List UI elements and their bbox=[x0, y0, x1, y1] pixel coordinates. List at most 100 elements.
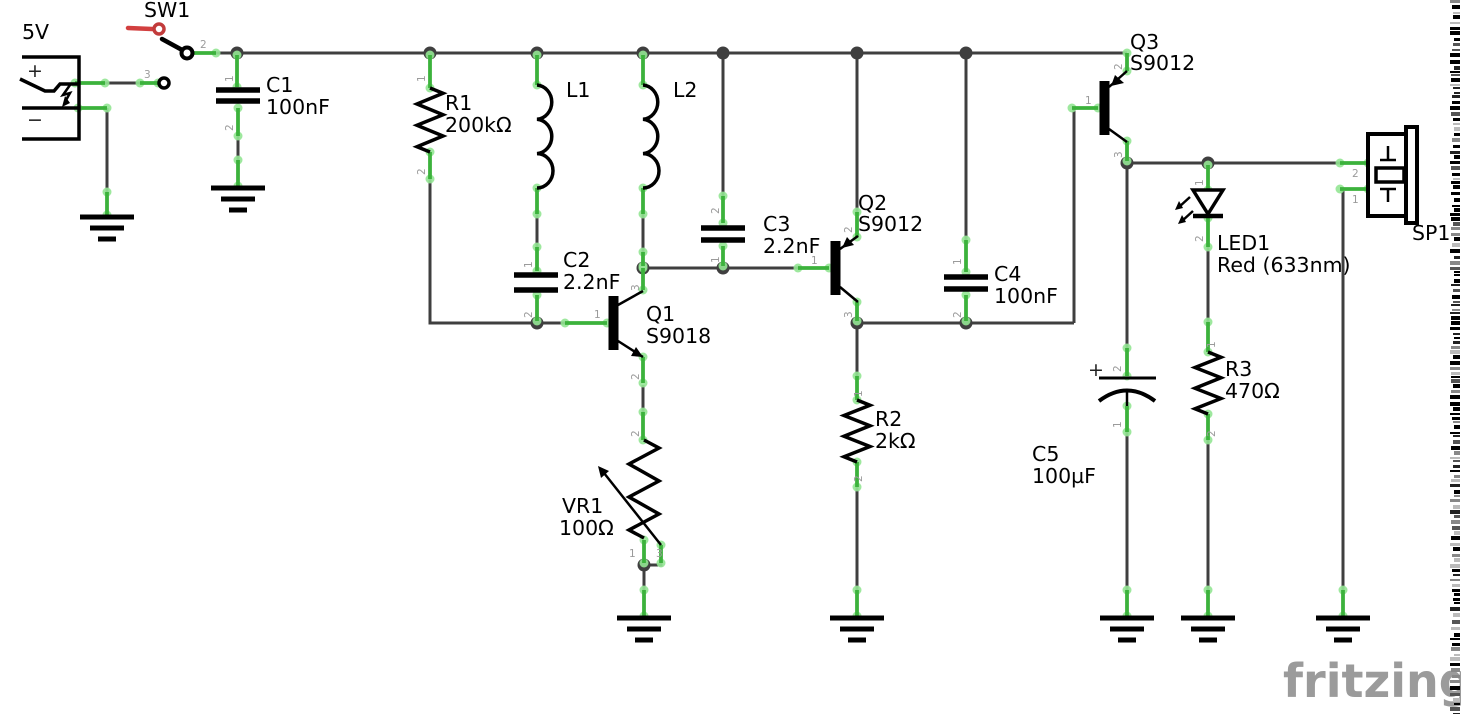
resistor-r3-symbol[interactable] bbox=[1190, 350, 1226, 416]
edge-strip-dash bbox=[1454, 633, 1460, 637]
pin-number-label: 2 bbox=[630, 373, 642, 380]
edge-strip-dash bbox=[1453, 341, 1460, 344]
edge-strip-dash bbox=[1453, 598, 1460, 601]
capacitor-c3-symbol[interactable] bbox=[701, 225, 745, 243]
capacitor-curved-plate[interactable] bbox=[1097, 388, 1157, 403]
edge-strip-dash bbox=[1451, 647, 1460, 651]
edge-strip-dash bbox=[1452, 243, 1460, 247]
speaker-sp1-symbol[interactable] bbox=[1366, 125, 1419, 225]
transistor-collector-lead bbox=[1108, 127, 1128, 144]
edge-strip-dash bbox=[1454, 531, 1460, 535]
switch-lever-red[interactable] bbox=[125, 25, 155, 32]
led1-symbol[interactable] bbox=[1175, 188, 1227, 224]
edge-strip-dash bbox=[1453, 547, 1460, 551]
pnp-emitter-arrow bbox=[842, 237, 854, 248]
switch-sw1-symbol[interactable] bbox=[125, 22, 195, 90]
pin-number-label: 3 bbox=[630, 284, 642, 291]
ground-symbol[interactable] bbox=[80, 214, 134, 242]
edge-strip-dash bbox=[1453, 421, 1460, 423]
switch-lever-black[interactable] bbox=[159, 36, 187, 54]
edge-strip-dash bbox=[1450, 27, 1460, 30]
ground-symbol[interactable] bbox=[1316, 615, 1370, 643]
speaker-cone[interactable] bbox=[1404, 125, 1419, 225]
q3-ref-label: Q3 bbox=[1130, 30, 1159, 54]
edge-strip-dash bbox=[1454, 593, 1460, 596]
edge-strip-dash bbox=[1450, 151, 1460, 154]
potentiometer-vr1-symbol[interactable] bbox=[598, 438, 663, 546]
pnp-emitter-arrow bbox=[1111, 75, 1124, 86]
c4-ref-label: C4 bbox=[994, 262, 1021, 286]
vr1-ref-label: VR1 bbox=[562, 494, 603, 518]
inductor-l2-symbol[interactable] bbox=[642, 83, 661, 190]
edge-strip-dash bbox=[1454, 337, 1460, 339]
wire-r1-to-q1-base[interactable] bbox=[428, 179, 565, 325]
lightning-bolt-arrowhead bbox=[62, 96, 70, 107]
led-triangle[interactable] bbox=[1189, 188, 1227, 218]
edge-strip-dash bbox=[1453, 465, 1460, 468]
pin-number-label: 2 bbox=[1352, 168, 1359, 180]
resistor-r1-symbol[interactable] bbox=[412, 86, 448, 154]
potentiometer-resistor-body[interactable] bbox=[625, 438, 663, 540]
pin-number-label: 1 bbox=[224, 75, 236, 82]
potentiometer-wiper[interactable] bbox=[603, 472, 662, 546]
pin-number-label: 1 bbox=[523, 261, 535, 268]
inductor-l1-symbol[interactable] bbox=[536, 83, 555, 190]
transistor-q1-symbol[interactable] bbox=[608, 289, 644, 359]
ground-symbol[interactable] bbox=[830, 615, 884, 643]
pin-number-label: 2 bbox=[416, 168, 428, 175]
power-source-5v-symbol[interactable]: + − bbox=[19, 55, 81, 141]
pin-number-label: 3 bbox=[1113, 151, 1125, 158]
edge-strip-dash bbox=[1451, 304, 1460, 306]
ground-symbol[interactable] bbox=[1181, 615, 1235, 643]
pin-number-label: 2 bbox=[200, 39, 207, 51]
edge-strip-dash bbox=[1454, 279, 1460, 283]
edge-strip-dash bbox=[1451, 372, 1460, 375]
ground-symbol[interactable] bbox=[617, 615, 671, 643]
edge-strip-dash bbox=[1450, 470, 1460, 472]
edge-strip-dash bbox=[1453, 87, 1460, 89]
edge-strip-dash bbox=[1453, 613, 1460, 617]
edge-strip-dash bbox=[1450, 499, 1460, 502]
edge-strip-dash bbox=[1454, 66, 1460, 70]
switch-pole-terminal[interactable] bbox=[179, 45, 195, 61]
transistor-q2-symbol[interactable] bbox=[830, 234, 859, 303]
edge-strip-dash bbox=[1450, 657, 1460, 661]
switch-throw1-terminal[interactable] bbox=[152, 22, 166, 36]
r1-ref-label: R1 bbox=[445, 91, 472, 115]
junction-dot bbox=[850, 46, 864, 60]
capacitor-c5-symbol[interactable]: + bbox=[1088, 359, 1157, 406]
edge-strip-dash bbox=[1451, 227, 1460, 230]
edge-strip-dash bbox=[1450, 60, 1460, 64]
edge-strip-dash bbox=[1454, 38, 1460, 41]
edge-strip-dash bbox=[1450, 680, 1460, 683]
edge-strip-dash bbox=[1452, 309, 1460, 311]
sp1-ref-label: SP1 bbox=[1412, 221, 1450, 245]
battery-frame[interactable] bbox=[22, 55, 81, 141]
pin-number-label: 2 bbox=[630, 430, 642, 437]
edge-strip-dash bbox=[1450, 312, 1460, 314]
ground-symbol[interactable] bbox=[211, 185, 265, 213]
edge-strip-dash bbox=[1451, 446, 1460, 450]
edge-strip-dash bbox=[1453, 145, 1460, 148]
edge-strip-dash bbox=[1452, 205, 1460, 207]
resistor-r2-symbol[interactable] bbox=[839, 398, 875, 464]
edge-strip-dash bbox=[1454, 208, 1460, 212]
edge-strip-dash bbox=[1450, 213, 1460, 216]
capacitor-c2-symbol[interactable] bbox=[514, 272, 558, 293]
ground-symbol[interactable] bbox=[1100, 615, 1154, 643]
switch-throw3-terminal[interactable] bbox=[157, 76, 171, 90]
edge-strip-dash bbox=[1454, 271, 1460, 273]
page-edge-artifact bbox=[1444, 0, 1460, 714]
capacitor-c1-symbol[interactable] bbox=[216, 87, 260, 104]
capacitor-c4-symbol[interactable] bbox=[944, 274, 988, 292]
transistor-q3-symbol[interactable] bbox=[1099, 70, 1128, 144]
edge-strip-dash bbox=[1454, 274, 1460, 276]
transistor-collector-lead bbox=[839, 286, 859, 303]
edge-strip-dash bbox=[1454, 451, 1460, 455]
edge-strip-dash bbox=[1454, 237, 1460, 241]
edge-strip-dash bbox=[1450, 543, 1460, 546]
transistor-collector-lead bbox=[617, 289, 644, 307]
edge-strip-dash bbox=[1453, 15, 1460, 19]
